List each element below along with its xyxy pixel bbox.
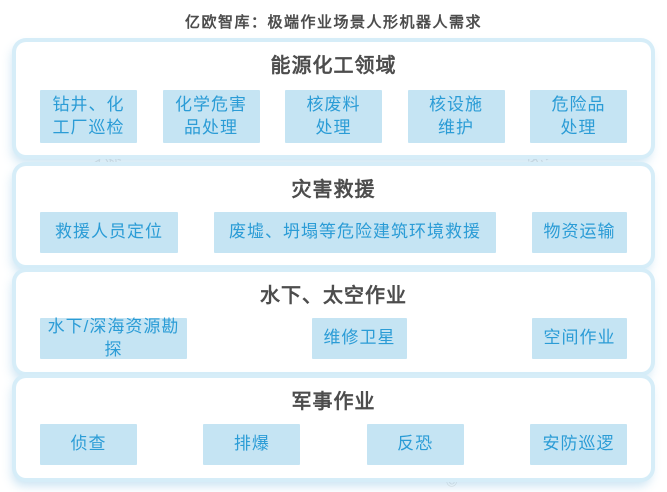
item-box-deep-sea-exploration: 水下/深海资源勘探	[40, 317, 187, 359]
section-header-energy-chemical: 能源化工领域	[270, 55, 397, 77]
item-box-chemical-hazard-handling: 化学危害 品处理	[162, 90, 260, 143]
item-box-bomb-disposal: 排爆	[203, 424, 301, 465]
item-row: 水下/深海资源勘探 维修卫星 空间作业	[16, 317, 651, 359]
page-title: 亿欧智库：极端作业场景人形机器人需求	[184, 14, 482, 31]
item-box-space-operations: 空间作业	[532, 318, 627, 359]
item-box-counter-terrorism: 反恐	[366, 424, 464, 465]
section-header-military: 军事作业	[291, 391, 376, 413]
item-box-rescuer-positioning: 救援人员定位	[40, 212, 178, 253]
item-box-security-patrol: 安防巡逻	[529, 424, 627, 465]
section-card-energy-chemical: 能源化工领域 钻井、化 工厂巡检 化学危害 品处理 核废料 处理 核设施 维护 …	[16, 42, 651, 155]
item-box-drilling-plant-inspection: 钻井、化 工厂巡检	[40, 90, 137, 143]
item-row: 救援人员定位 废墟、坍塌等危险建筑环境救援 物资运输	[16, 212, 651, 253]
item-box-material-transport: 物资运输	[532, 212, 627, 253]
item-row: 钻井、化 工厂巡检 化学危害 品处理 核废料 处理 核设施 维护 危险品 处理	[16, 90, 651, 143]
item-box-ruins-collapse-rescue: 废墟、坍塌等危险建筑环境救援	[214, 212, 496, 253]
item-box-nuclear-waste-handling: 核废料 处理	[285, 90, 382, 143]
section-header-underwater-space: 水下、太空作业	[260, 285, 407, 307]
item-box-dangerous-goods-handling: 危险品 处理	[530, 90, 627, 143]
item-box-nuclear-facility-maintenance: 核设施 维护	[407, 90, 505, 143]
section-card-underwater-space: 水下、太空作业 水下/深海资源勘探 维修卫星 空间作业	[16, 272, 651, 372]
item-row: 侦查 排爆 反恐 安防巡逻	[16, 424, 651, 465]
section-card-military: 军事作业 侦查 排爆 反恐 安防巡逻	[16, 378, 651, 478]
item-box-satellite-repair: 维修卫星	[312, 318, 407, 359]
section-card-disaster-rescue: 灾害救援 救援人员定位 废墟、坍塌等危险建筑环境救援 物资运输	[16, 166, 651, 265]
section-header-disaster-rescue: 灾害救援	[291, 179, 376, 201]
item-box-reconnaissance: 侦查	[40, 424, 137, 465]
